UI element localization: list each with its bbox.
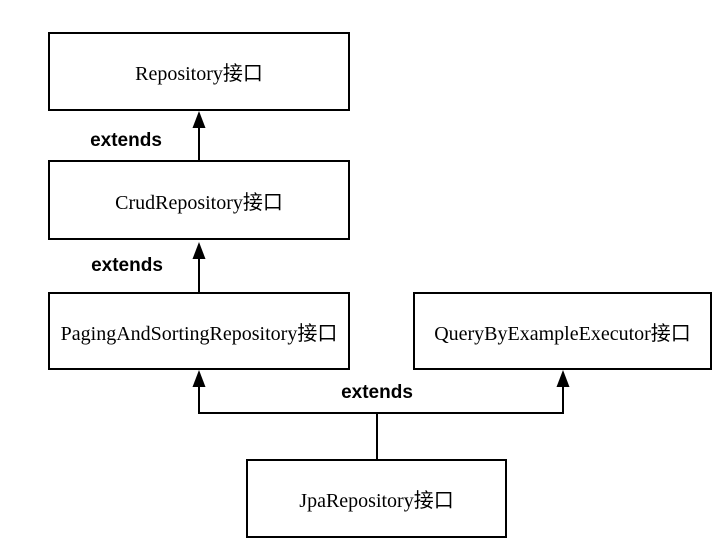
node-label: QueryByExampleExecutor接口 xyxy=(434,322,691,345)
arrowhead-icon xyxy=(192,370,206,387)
node-label: JpaRepository接口 xyxy=(299,490,454,512)
node-jpa-repository-interface: JpaRepository接口 xyxy=(246,459,507,538)
arrow-jpa-to-parents xyxy=(192,370,570,459)
arrowhead-icon xyxy=(556,370,570,387)
node-label: Repository接口 xyxy=(135,63,263,85)
arrow-crud-to-repository xyxy=(192,111,206,160)
arrow-paging-to-crud xyxy=(192,242,206,292)
node-repository-interface: Repository接口 xyxy=(48,32,350,111)
node-label: CrudRepository接口 xyxy=(115,191,283,214)
node-crud-repository-interface: CrudRepository接口 xyxy=(48,160,350,240)
arrowhead-icon xyxy=(192,242,206,259)
edge-label-extends-paging: extends xyxy=(91,255,163,276)
arrowhead-icon xyxy=(192,111,206,128)
node-paging-and-sorting-repository-interface: PagingAndSortingRepository接口 xyxy=(48,292,350,370)
edge-label-extends-jpa: extends xyxy=(341,382,413,403)
node-label: PagingAndSortingRepository接口 xyxy=(60,322,338,345)
node-query-by-example-executor-interface: QueryByExampleExecutor接口 xyxy=(413,292,712,370)
edge-label-extends-crud: extends xyxy=(90,130,162,151)
